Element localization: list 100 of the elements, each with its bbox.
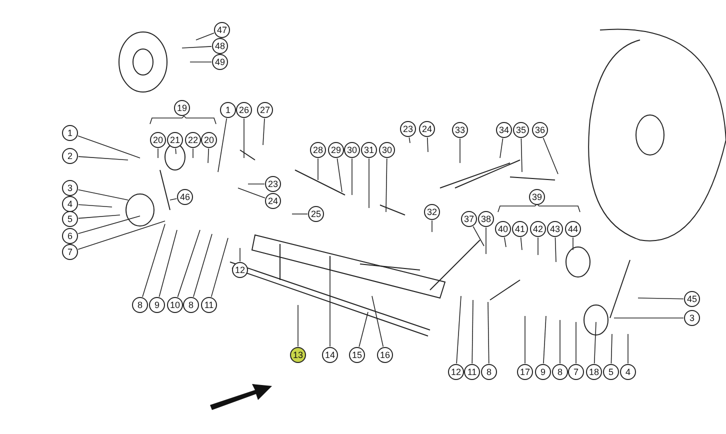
callout-number: 12 [232,262,248,278]
callout-number: 11 [201,297,217,313]
leader-line [78,216,140,234]
leader-line [408,137,410,144]
callout-number: 30 [344,142,360,158]
leader-line [78,220,166,250]
leader-line [504,236,506,248]
callout-number: 36 [532,122,548,138]
leader-line [372,296,384,348]
callout-number: 44 [565,221,581,237]
callout-number: 38 [478,211,494,227]
leader-line [488,302,490,364]
callout-number: 15 [349,347,365,363]
callout-number: 31 [361,142,377,158]
callout-number: 40 [495,221,511,237]
callout-number: 26 [236,102,252,118]
leader-line [336,158,342,192]
callout-number: 27 [257,102,273,118]
leader-line [175,148,176,154]
leader-line [500,138,504,158]
callout-number: 3 [62,180,78,196]
leader-line [543,316,546,364]
leader-line [554,237,556,262]
callout-number: 2 [62,148,78,164]
leader-line [238,188,266,198]
callout-number: 6 [62,228,78,244]
callout-number: 23 [265,176,281,192]
callout-number: 48 [212,38,228,54]
callout-number: 19 [174,100,190,116]
leader-line [158,230,178,298]
callout-number: 1 [62,125,78,141]
leader-line [142,224,166,298]
callout-number: 37 [461,211,477,227]
leader-line [210,238,228,298]
leader-line [78,214,120,219]
callout-number: 23 [400,121,416,137]
leader-line [262,118,265,146]
callout-number: 24 [265,193,281,209]
callout-number: 8 [481,364,497,380]
callout-number: 11 [464,364,480,380]
leader-line [192,148,194,158]
leader-line [520,138,522,172]
callout-number: 22 [185,132,201,148]
callout-number: 3 [684,310,700,326]
callout-number: 25 [308,206,324,222]
callout-number: 17 [517,364,533,380]
callout-number: 7 [568,364,584,380]
callout-number: 9 [149,297,165,313]
leader-line [218,118,228,172]
leader-line [196,32,214,40]
leader-line [520,237,522,250]
callout-number: 20 [201,132,217,148]
callout-number: 24 [419,121,435,137]
leader-line [638,298,684,300]
leader-line [177,230,200,298]
callout-number: 49 [212,54,228,70]
callout-number: 45 [684,291,700,307]
leader-line [358,312,368,348]
callout-number: 42 [530,221,546,237]
callout-number: 16 [377,347,393,363]
leader-line [193,234,212,298]
leader-line [78,189,128,200]
callout-number: 20 [150,132,166,148]
leader-line [472,226,484,246]
callout-number: 35 [513,122,529,138]
leader-line [78,135,140,158]
leader-line [472,300,474,364]
leader-line [386,158,388,212]
leader-line [542,137,558,174]
callout-number: 47 [214,22,230,38]
callout-number: 29 [328,142,344,158]
leader-line [572,237,574,250]
callout-number: 4 [62,196,78,212]
callout-number: 21 [167,132,183,148]
leader-line [182,46,212,48]
leader-line [78,156,128,160]
callout-number: 41 [512,221,528,237]
leader-line [208,148,210,164]
callout-number: 18 [586,364,602,380]
callout-number: 33 [452,122,468,138]
leader-line [524,316,526,364]
callout-number: 4 [620,364,636,380]
callout-number: 13 [290,347,306,363]
leader-line [170,198,178,200]
leader-line [456,296,462,364]
callout-number: 14 [322,347,338,363]
leader-line [594,322,596,364]
callout-number: 28 [310,142,326,158]
callout-number: 9 [535,364,551,380]
callout-number: 7 [62,244,78,260]
callout-number: 39 [529,189,545,205]
callout-number: 34 [496,122,512,138]
callout-number: 43 [547,221,563,237]
leader-line [78,204,112,208]
callout-number: 8 [552,364,568,380]
callout-number: 5 [603,364,619,380]
callout-number: 5 [62,211,78,227]
callout-number: 8 [183,297,199,313]
callout-number: 12 [448,364,464,380]
callout-number: 32 [424,204,440,220]
